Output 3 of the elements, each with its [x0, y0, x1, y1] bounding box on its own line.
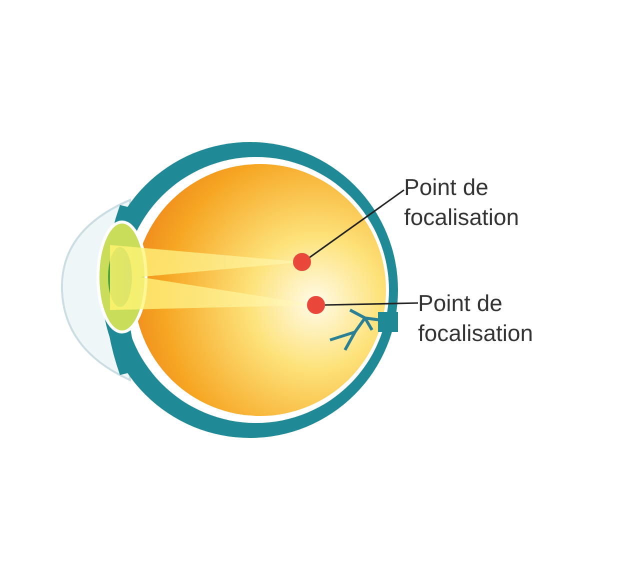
callout-label: Point de focalisation	[418, 288, 618, 348]
leader-line	[324, 302, 418, 306]
callout-label: Point de focalisation	[404, 172, 604, 232]
